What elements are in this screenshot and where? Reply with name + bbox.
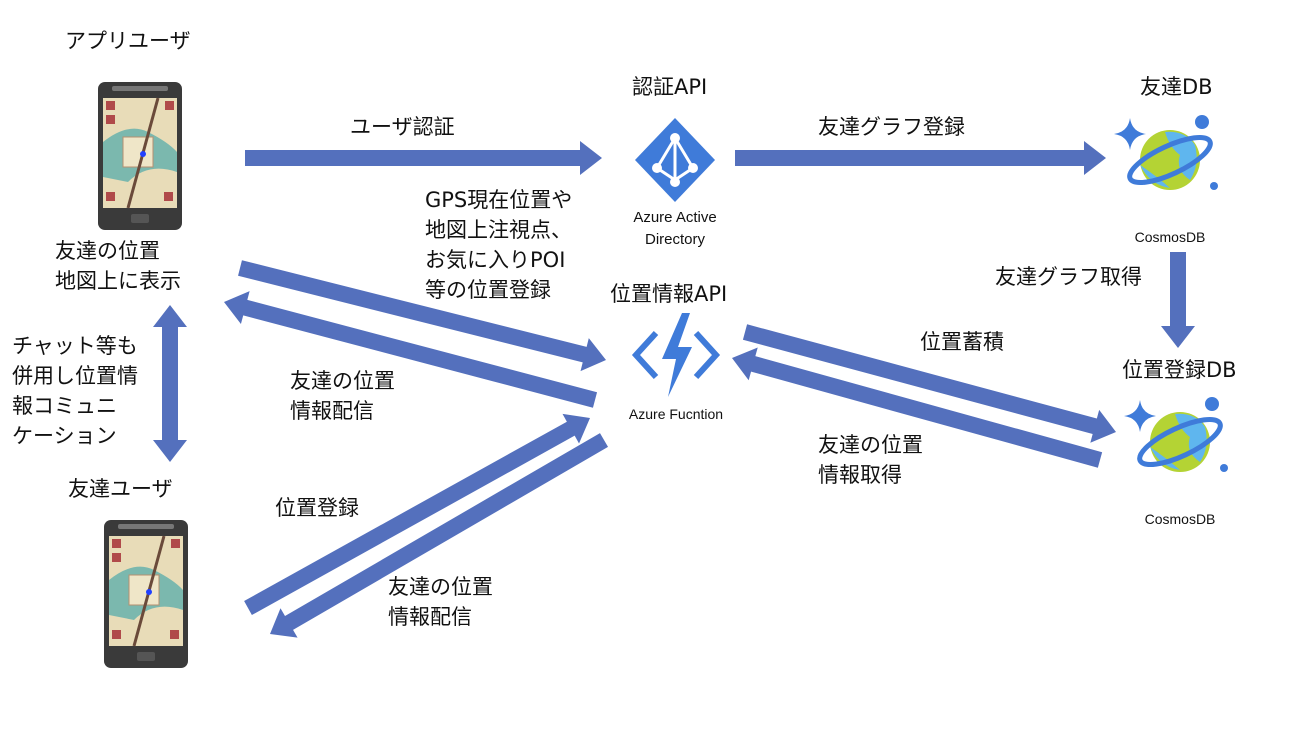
arrow-location-api-to-friend: [270, 433, 609, 638]
azure-functions-icon: [631, 313, 721, 397]
label-line: 等の位置登録: [425, 278, 551, 302]
friend-user-phone-icon: [104, 520, 188, 668]
location-api-caption: Azure Fucntion: [628, 406, 724, 422]
label-line: 情報配信: [388, 605, 472, 629]
edge-label-register-friend: 位置登録: [275, 496, 359, 520]
caption-line: Directory: [644, 231, 705, 248]
label-line: 併用し位置情: [12, 364, 138, 388]
app-user-title: アプリユーザ: [65, 29, 191, 53]
label-line: 報コミュニ: [12, 394, 117, 418]
edge-label-fetch-friend-location: 友達の位置 情報取得: [818, 430, 923, 490]
arrow-user-auth: [245, 141, 602, 175]
label-line: 情報配信: [290, 399, 374, 423]
label-line: ケーション: [12, 424, 117, 448]
label-line: お気に入りPOI: [425, 248, 566, 272]
arrow-location-api-to-app: [224, 291, 598, 408]
friend-user-title: 友達ユーザ: [68, 477, 173, 501]
azure-active-directory-icon: [635, 118, 715, 202]
location-db-caption: CosmosDB: [1144, 511, 1216, 527]
label-line: 友達の位置: [818, 433, 923, 457]
edge-label-user-auth: ユーザ認証: [350, 115, 455, 139]
label-line: 友達の位置: [290, 369, 395, 393]
caption-line: Azure Active: [633, 209, 717, 226]
location-api-title: 位置情報API: [610, 282, 728, 306]
arrow-location-api-to-db: [742, 324, 1116, 443]
location-db-title: 位置登録DB: [1122, 358, 1237, 382]
location-db-cosmosdb-icon: [1124, 397, 1228, 472]
friend-db-caption: CosmosDB: [1134, 229, 1206, 245]
label-line: 友達の位置: [388, 575, 493, 599]
label-line: GPS現在位置や: [425, 188, 573, 212]
arrow-chat-bidirectional: [153, 305, 187, 462]
app-user-phone-icon: [98, 82, 182, 230]
edge-label-friend-graph-register: 友達グラフ登録: [818, 115, 965, 139]
arrow-friend-graph-register: [735, 141, 1106, 175]
auth-api-title: 認証API: [632, 75, 708, 99]
edge-label-friend-graph-fetch: 友達グラフ取得: [995, 265, 1142, 289]
app-user-caption: 友達の位置 地図上に表示: [55, 236, 181, 296]
arrow-friend-graph-fetch: [1161, 252, 1195, 348]
edge-label-deliver-to-friend: 友達の位置 情報配信: [388, 572, 493, 632]
edge-label-location-register-app: GPS現在位置や 地図上注視点、 お気に入りPOI 等の位置登録: [425, 185, 572, 305]
arrow-app-to-location-api: [238, 260, 606, 372]
label-line: 情報取得: [818, 463, 902, 487]
caption-line: 友達の位置: [55, 239, 160, 263]
auth-api-caption: Azure Active Directory: [615, 207, 735, 251]
edge-label-store: 位置蓄積: [920, 330, 1004, 354]
label-line: 地図上注視点、: [425, 218, 572, 242]
arrow-db-to-location-api: [732, 347, 1103, 468]
edge-label-deliver-to-app: 友達の位置 情報配信: [290, 366, 395, 426]
friend-db-title: 友達DB: [1140, 75, 1213, 99]
arrow-friend-to-location-api: [244, 413, 590, 615]
edge-label-chat: チャット等も 併用し位置情 報コミュニ ケーション: [12, 331, 138, 451]
friend-db-cosmosdb-icon: [1114, 115, 1218, 190]
caption-line: 地図上に表示: [55, 269, 181, 293]
label-line: チャット等も: [12, 334, 138, 358]
